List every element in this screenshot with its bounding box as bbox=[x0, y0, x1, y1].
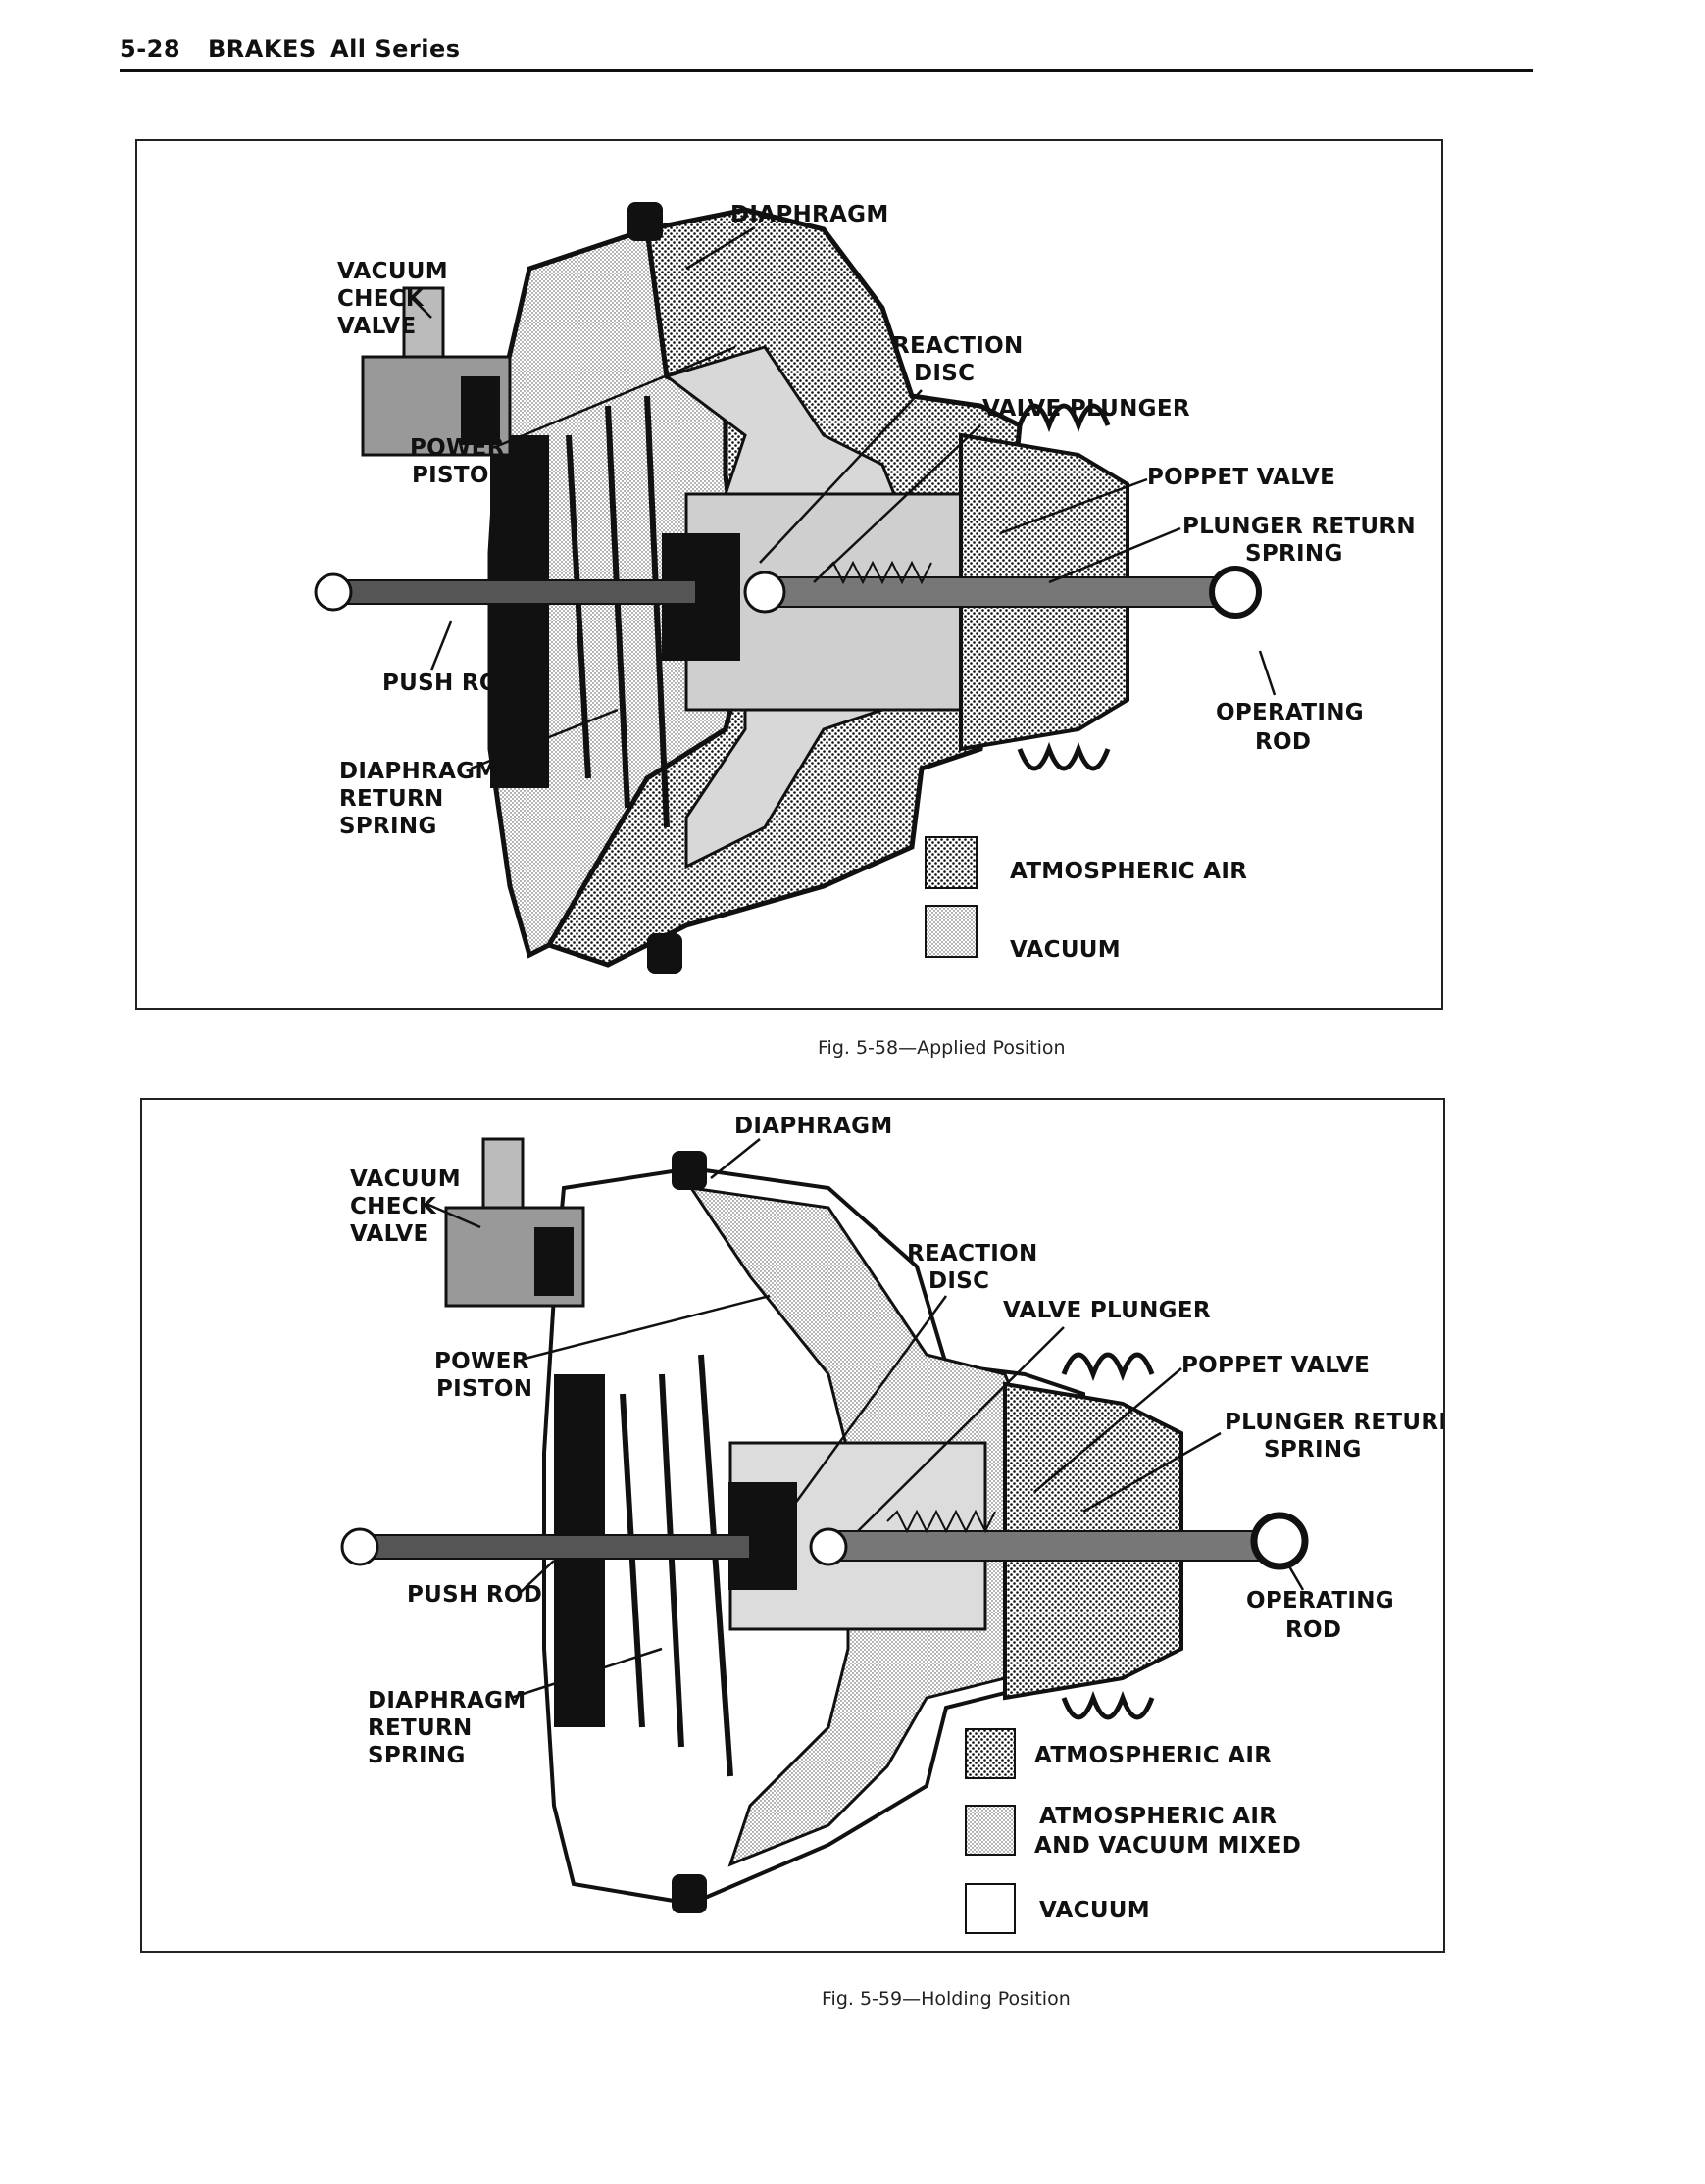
label-poppet-valve: POPPET VALVE bbox=[1181, 1353, 1370, 1378]
page-number: 5-28 bbox=[120, 35, 181, 63]
label-reaction-disc-1: REACTION bbox=[907, 1241, 1038, 1266]
brake-booster-diagram-holding: DIAPHRAGM VACUUM CHECK VALVE REACTION DI… bbox=[340, 1114, 1443, 1934]
vacuum-check-valve bbox=[361, 286, 512, 457]
label-power-piston-1: POWER bbox=[434, 1349, 529, 1374]
label-poppet-valve: POPPET VALVE bbox=[1147, 465, 1335, 490]
label-vacuum-check-valve-1: VACUUM bbox=[350, 1166, 461, 1192]
valve-plunger bbox=[809, 1527, 848, 1566]
label-push-rod: PUSH ROD bbox=[382, 670, 518, 696]
label-plunger-return-spring-1: PLUNGER RETURN bbox=[1225, 1410, 1443, 1435]
legend-swatch-mixed bbox=[965, 1805, 1016, 1856]
diaphragm-bead-top bbox=[672, 1151, 707, 1190]
label-operating-rod-2: ROD bbox=[1285, 1617, 1341, 1643]
label-diaphragm-return-spring-3: SPRING bbox=[339, 814, 437, 839]
section-title: BRAKES bbox=[208, 35, 317, 63]
label-reaction-disc-2: DISC bbox=[914, 361, 975, 386]
label-plunger-return-spring-2: SPRING bbox=[1245, 541, 1343, 567]
label-vacuum-check-valve-2: CHECK bbox=[337, 286, 425, 312]
plunger-return-spring bbox=[823, 560, 932, 585]
label-operating-rod-1: OPERATING bbox=[1216, 700, 1364, 725]
label-diaphragm: DIAPHRAGM bbox=[730, 202, 889, 227]
figure-caption-applied: Fig. 5-58—Applied Position bbox=[818, 1037, 1066, 1059]
legend-swatch-vacuum bbox=[925, 905, 978, 958]
label-plunger-return-spring-1: PLUNGER RETURN bbox=[1182, 514, 1416, 539]
push-rod bbox=[314, 572, 697, 612]
label-diaphragm-return-spring-2: RETURN bbox=[339, 786, 444, 812]
label-diaphragm-return-spring-2: RETURN bbox=[368, 1715, 473, 1741]
legend-label-atmospheric-air: ATMOSPHERIC AIR bbox=[1034, 1743, 1272, 1768]
valve-plunger bbox=[743, 571, 786, 614]
label-operating-rod-1: OPERATING bbox=[1246, 1588, 1394, 1613]
label-vacuum-check-valve-3: VALVE bbox=[350, 1221, 429, 1247]
label-reaction-disc-2: DISC bbox=[928, 1268, 989, 1294]
label-power-piston-2: PISTON bbox=[412, 463, 508, 488]
diaphragm-bead-bottom bbox=[647, 933, 682, 974]
vacuum-check-valve bbox=[444, 1137, 585, 1308]
label-power-piston-2: PISTON bbox=[436, 1376, 532, 1402]
diaphragm-bead-bottom bbox=[672, 1874, 707, 1913]
rubber-boot bbox=[1017, 403, 1111, 771]
legend-swatch-vacuum bbox=[965, 1883, 1016, 1934]
legend-label-atmospheric-air: ATMOSPHERIC AIR bbox=[1010, 859, 1247, 884]
diaphragm-return-spring bbox=[566, 395, 670, 828]
label-vacuum-check-valve-2: CHECK bbox=[350, 1194, 437, 1219]
brake-booster-diagram-applied: DIAPHRAGM VACUUM CHECK VALVE REACTION DI… bbox=[314, 202, 1416, 974]
rubber-boot bbox=[1061, 1352, 1155, 1720]
legend-label-mixed-2: AND VACUUM MIXED bbox=[1034, 1833, 1301, 1859]
diaphragm-return-spring bbox=[620, 1354, 733, 1777]
figure-applied-position: DIAPHRAGM VACUUM CHECK VALVE REACTION DI… bbox=[135, 139, 1443, 1010]
label-push-rod: PUSH ROD bbox=[407, 1582, 542, 1608]
label-diaphragm-return-spring-3: SPRING bbox=[368, 1743, 466, 1768]
legend-label-mixed-1: ATMOSPHERIC AIR bbox=[1039, 1804, 1277, 1829]
label-valve-plunger: VALVE PLUNGER bbox=[982, 396, 1190, 422]
legend-label-vacuum: VACUUM bbox=[1010, 937, 1121, 963]
rear-wall-plate bbox=[490, 435, 549, 788]
diaphragm-bead-top bbox=[627, 202, 663, 241]
legend-swatch-atmospheric-air bbox=[965, 1728, 1016, 1779]
figure-caption-holding: Fig. 5-59—Holding Position bbox=[822, 1988, 1071, 2010]
label-vacuum-check-valve-3: VALVE bbox=[337, 314, 417, 339]
figure-holding-position: DIAPHRAGM VACUUM CHECK VALVE REACTION DI… bbox=[140, 1098, 1445, 1953]
legend-swatch-atmospheric-air bbox=[925, 836, 978, 889]
legend-label-vacuum: VACUUM bbox=[1039, 1898, 1150, 1923]
label-operating-rod-2: ROD bbox=[1255, 729, 1311, 755]
push-rod bbox=[340, 1527, 751, 1566]
plunger-return-spring bbox=[886, 1509, 996, 1534]
label-diaphragm-return-spring-1: DIAPHRAGM bbox=[339, 759, 498, 784]
label-valve-plunger: VALVE PLUNGER bbox=[1003, 1298, 1211, 1323]
label-vacuum-check-valve-1: VACUUM bbox=[337, 259, 448, 284]
page-header: 5-28 BRAKES All Series bbox=[120, 33, 1533, 72]
label-reaction-disc-1: REACTION bbox=[892, 333, 1024, 359]
label-diaphragm-return-spring-1: DIAPHRAGM bbox=[368, 1688, 527, 1713]
series-label: All Series bbox=[330, 35, 461, 63]
label-plunger-return-spring-2: SPRING bbox=[1264, 1437, 1362, 1463]
label-diaphragm: DIAPHRAGM bbox=[734, 1114, 893, 1139]
label-power-piston-1: POWER bbox=[410, 435, 505, 461]
